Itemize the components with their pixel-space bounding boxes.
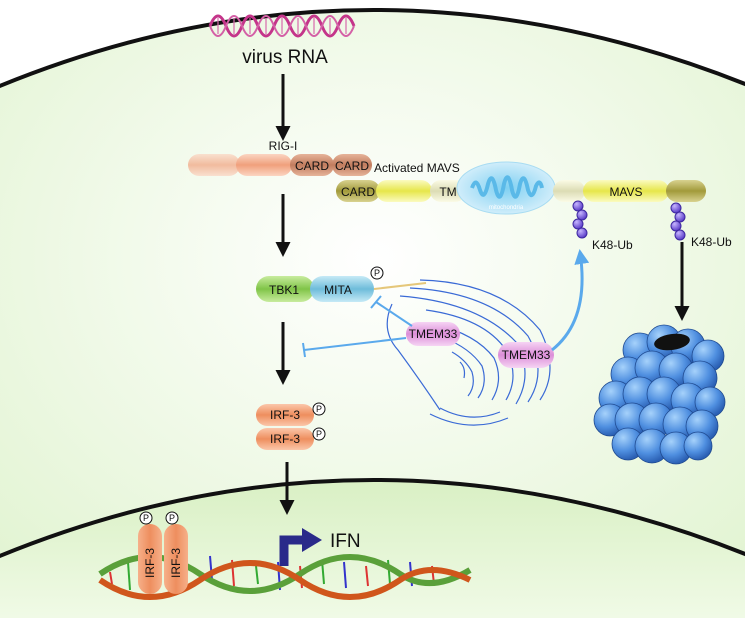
activated-mavs-protein — [336, 180, 466, 202]
dna-helix — [98, 554, 472, 600]
svg-text:P: P — [374, 268, 380, 278]
ubiquitin-chain-1 — [572, 200, 588, 239]
mitochondria — [456, 161, 556, 215]
ifn-arrow-head — [302, 528, 322, 552]
mita-label: MITA — [324, 283, 352, 297]
endoplasmic-reticulum — [386, 279, 551, 426]
proteasome-cap — [654, 333, 690, 351]
phospho-irf3-top: P — [312, 402, 326, 416]
inhibit-irf3-bar — [302, 342, 306, 358]
proteasome — [593, 324, 726, 465]
phospho-mita: P — [370, 266, 384, 280]
irf3-label-bottom: IRF-3 — [270, 432, 300, 446]
ubiquitin-chain-2 — [670, 202, 686, 241]
svg-text:P: P — [316, 429, 322, 439]
svg-text:P: P — [143, 513, 149, 523]
tmem33-label-2: TMEM33 — [502, 348, 551, 362]
mavs-label: MAVS — [609, 185, 642, 199]
irf3-dna-label-2: IRF-3 — [169, 548, 183, 578]
inhibit-mita-bar — [370, 295, 382, 309]
rig-i-card-1: CARD — [295, 159, 329, 173]
tbk1-mita-complex — [256, 276, 374, 302]
cell-membrane — [0, 8, 745, 618]
phospho-irf3-bottom: P — [312, 427, 326, 441]
virus-rna-label: virus RNA — [242, 47, 328, 68]
tbk1-label: TBK1 — [269, 283, 299, 297]
activated-mavs-label: Activated MAVS — [374, 161, 460, 175]
rig-i-protein — [188, 154, 372, 176]
irf3-dna-label-1: IRF-3 — [143, 548, 157, 578]
mavs-card-label: CARD — [341, 185, 375, 199]
mita-er-anchor — [373, 282, 427, 290]
tm-label: TM — [439, 185, 456, 199]
rig-i-label: RIG-I — [269, 139, 298, 153]
svg-text:P: P — [169, 513, 175, 523]
mitochondria-label: mitochondria — [489, 205, 524, 211]
inhibit-mita — [375, 301, 413, 327]
svg-text:P: P — [316, 404, 322, 414]
ifn-transcription-arrow — [279, 535, 304, 566]
phospho-irf3-dna-2: P — [165, 511, 179, 525]
phospho-irf3-dna-1: P — [139, 511, 153, 525]
rig-i-card-2: CARD — [335, 159, 369, 173]
inhibit-irf3 — [303, 337, 407, 351]
irf3-dimer — [256, 404, 314, 450]
irf3-dna-bound — [138, 524, 188, 594]
mavs-protein — [553, 180, 706, 202]
k48-ub-label-1: K48-Ub — [592, 238, 633, 252]
irf3-label-top: IRF-3 — [270, 408, 300, 422]
tmem33-label-1: TMEM33 — [409, 327, 458, 341]
virus-rna — [208, 14, 356, 38]
k48-ub-label-2: K48-Ub — [691, 235, 732, 249]
arrow-tmem33-to-ub — [551, 249, 590, 352]
tmem33-right — [498, 342, 554, 368]
tmem33-left — [406, 322, 460, 346]
ifn-label: IFN — [330, 531, 361, 552]
